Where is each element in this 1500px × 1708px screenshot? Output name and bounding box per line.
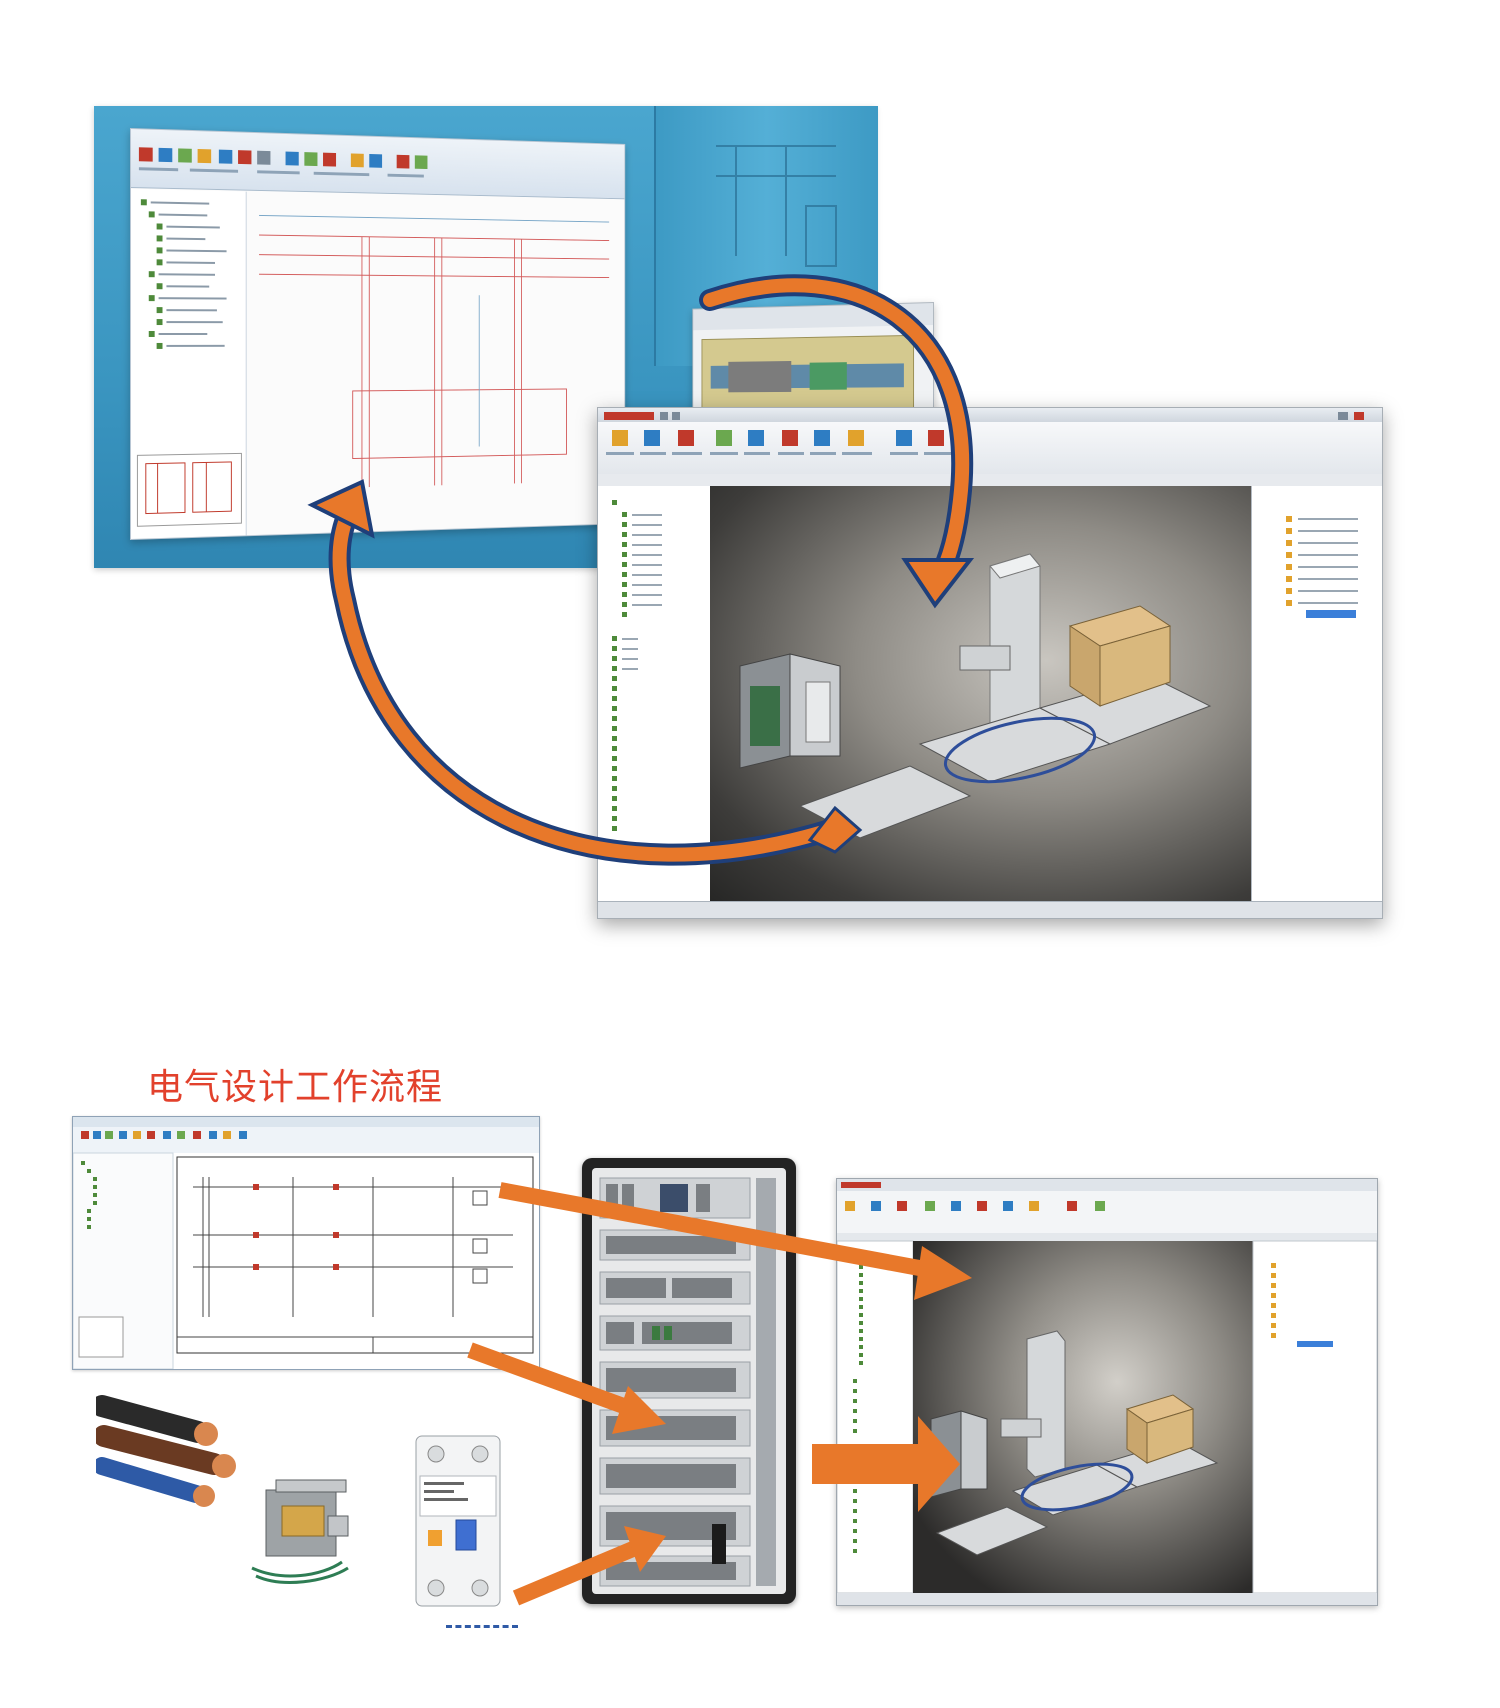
- blue-app-panel: [94, 106, 934, 568]
- cad-tree-icons: [612, 500, 662, 831]
- schematic-window: [72, 1116, 540, 1370]
- schematic-ribbon-toolbar: [130, 129, 625, 200]
- continuation-dashes: [446, 1625, 518, 1628]
- cabinet-components-icon: [599, 1177, 776, 1587]
- 3d-viewport: [710, 486, 1252, 902]
- cabinet-wiring-icon: [716, 145, 837, 267]
- circuit-breaker-icon: [415, 1435, 501, 1607]
- ribbon-icons: [138, 147, 428, 178]
- cad-properties-panel: [1251, 486, 1382, 902]
- schematic-window-contents-icon: [72, 1117, 539, 1370]
- cycle-arrows-icon: [307, 274, 975, 866]
- flow-arrows-icon: [467, 1182, 972, 1606]
- cad-toolbar: [598, 422, 1382, 475]
- schematic-editor-window: [130, 128, 626, 540]
- cad-title-icons: [604, 412, 1364, 420]
- 3d-cad-window: [597, 407, 1383, 919]
- tree-items-icon: [141, 199, 227, 349]
- cad-feature-tree: [598, 486, 711, 902]
- page-title: 电气设计工作流程: [147, 1067, 444, 1108]
- transformer-icon: [251, 1479, 349, 1584]
- cad-statusbar: [598, 901, 1382, 918]
- machine-assembly-3d-icon: [739, 553, 1212, 839]
- cad-toolbar-icons: [606, 430, 952, 455]
- project-tree-panel: [130, 189, 247, 539]
- cad-properties-icons: [1286, 516, 1358, 618]
- cables-icon: [96, 1395, 236, 1507]
